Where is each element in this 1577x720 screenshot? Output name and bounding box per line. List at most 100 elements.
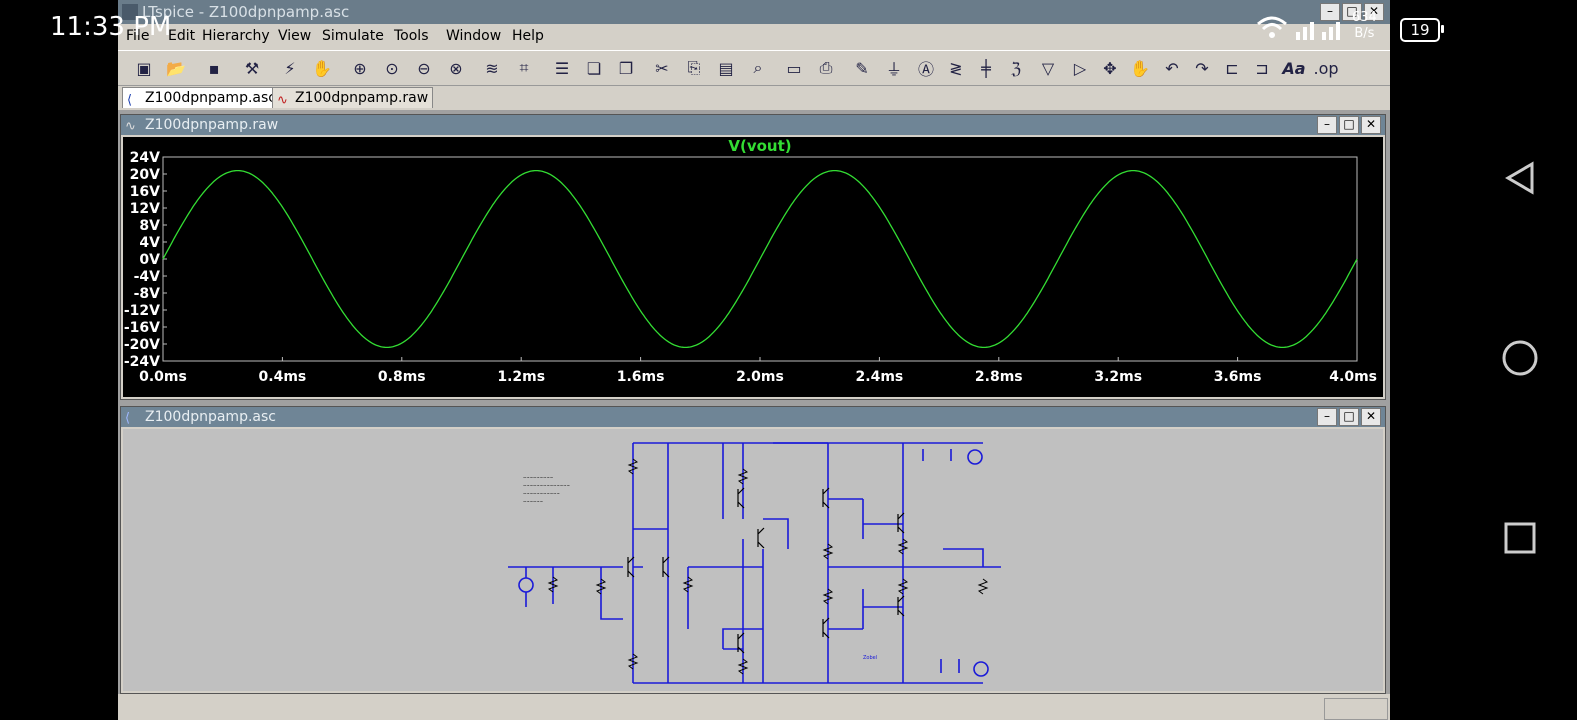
draw-wire-icon[interactable]: ✎ xyxy=(855,58,869,78)
text-button[interactable]: Aa xyxy=(1282,58,1306,78)
mirror-icon[interactable]: ⊐ xyxy=(1255,58,1269,78)
recents-square-icon xyxy=(1504,522,1536,554)
rotate-icon[interactable]: ⊏ xyxy=(1225,58,1239,78)
y-tick-label: -4V xyxy=(134,269,161,285)
minimize-icon[interactable]: – xyxy=(1320,3,1340,21)
label-net-icon[interactable]: Ⓐ xyxy=(917,60,934,79)
menu-edit[interactable]: Edit xyxy=(168,28,196,44)
wifi-signal-icon xyxy=(1256,14,1348,46)
battery-indicator: 19 xyxy=(1400,18,1444,42)
halt-icon[interactable]: ✋ xyxy=(312,58,332,78)
x-tick-label: 2.4ms xyxy=(856,369,904,385)
ground-icon[interactable]: ⏚ xyxy=(885,60,902,79)
zobel-label: Zobel xyxy=(863,655,877,661)
resistor-icon[interactable]: ≷ xyxy=(949,58,963,78)
network-speed-unit: B/s xyxy=(1354,26,1375,41)
x-tick-label: 3.2ms xyxy=(1094,369,1142,385)
tab-schematic[interactable]: ⟨ Z100dpnpamp.asc xyxy=(122,87,281,108)
diode-icon[interactable]: ▽ xyxy=(1041,58,1055,78)
plot-settings-icon[interactable]: ⌗ xyxy=(519,58,529,77)
open-folder-icon[interactable]: 📂 xyxy=(166,58,186,78)
tile-horizontal-icon[interactable]: ☰ xyxy=(554,58,570,78)
spice-directive-button[interactable]: .op xyxy=(1313,58,1339,78)
new-schematic-icon[interactable]: ▣ xyxy=(136,58,152,78)
status-clock: 11:33 PM xyxy=(50,12,172,42)
redo-icon[interactable]: ↷ xyxy=(1195,58,1209,78)
copy-icon[interactable]: ⎘ xyxy=(687,58,701,77)
y-tick-label: -24V xyxy=(124,354,160,370)
schematic-window: ⟨ Z100dpnpamp.asc – □ ✕ xyxy=(120,406,1386,694)
menu-hierarchy[interactable]: Hierarchy xyxy=(202,28,270,44)
autorange-icon[interactable]: ≋ xyxy=(485,58,499,78)
close-icon[interactable]: ✕ xyxy=(1364,3,1384,21)
menu-simulate[interactable]: Simulate xyxy=(322,28,384,44)
drag-icon[interactable]: ✋ xyxy=(1130,58,1150,78)
inductor-icon[interactable]: ℨ xyxy=(1011,58,1021,78)
run-icon[interactable]: ⚡ xyxy=(284,58,296,78)
save-icon[interactable]: ▪ xyxy=(208,58,220,78)
y-tick-label: 24V xyxy=(130,150,160,166)
document-tabs: ⟨ Z100dpnpamp.asc ∿ Z100dpnpamp.raw xyxy=(118,86,1390,108)
menu-tools[interactable]: Tools xyxy=(394,28,429,44)
zoom-out-icon[interactable]: ⊖ xyxy=(417,58,431,78)
control-panel-icon[interactable]: ⚒ xyxy=(244,58,260,78)
print-preview-icon[interactable]: ▭ xyxy=(786,58,802,78)
menu-window[interactable]: Window xyxy=(446,28,502,44)
zoom-in-icon[interactable]: ⊕ xyxy=(353,58,367,78)
waveform-window-titlebar: ∿ Z100dpnpamp.raw – □ ✕ xyxy=(121,115,1385,135)
home-nav-button[interactable] xyxy=(1500,338,1540,382)
waveform-plot[interactable]: V(vout)24V20V16V12V8V4V0V-4V-8V-12V-16V-… xyxy=(123,137,1381,395)
paste-icon[interactable]: ▤ xyxy=(718,58,734,78)
status-bar xyxy=(118,696,1390,720)
zoom-fit-icon[interactable]: ⊗ xyxy=(449,58,463,78)
minimize-icon[interactable]: – xyxy=(1317,408,1337,426)
pan-icon[interactable]: ⊙ xyxy=(385,58,399,78)
maximize-icon[interactable]: □ xyxy=(1339,116,1359,134)
y-tick-label: 4V xyxy=(139,235,160,251)
x-tick-label: 0.0ms xyxy=(139,369,187,385)
x-tick-label: 1.2ms xyxy=(497,369,545,385)
minimize-icon[interactable]: – xyxy=(1317,116,1337,134)
y-tick-label: -20V xyxy=(124,337,160,353)
menu-view[interactable]: View xyxy=(278,28,312,44)
waveform-icon: ∿ xyxy=(277,93,288,108)
schematic-icon: ⟨ xyxy=(125,411,131,426)
svg-text:~~~~~~~~~: ~~~~~~~~~ xyxy=(523,475,553,480)
move-icon[interactable]: ✥ xyxy=(1103,58,1117,78)
component-icon[interactable]: ▷ xyxy=(1073,58,1087,78)
series-line-vout xyxy=(162,169,1358,349)
schematic-drawing[interactable]: ~~~~~~~~~ ~~~~~~~~~~~~~~ ~~~~~~~~~~~ ~~~… xyxy=(123,429,1381,691)
print-icon[interactable]: ⎙ xyxy=(819,58,833,77)
trace-title: V(vout) xyxy=(728,137,791,155)
y-tick-label: 0V xyxy=(139,252,160,268)
schematic-canvas[interactable]: ~~~~~~~~~ ~~~~~~~~~~~~~~ ~~~~~~~~~~~ ~~~… xyxy=(123,429,1383,691)
tab-waveform[interactable]: ∿ Z100dpnpamp.raw xyxy=(272,87,434,108)
close-icon[interactable]: ✕ xyxy=(1361,116,1381,134)
maximize-icon[interactable]: □ xyxy=(1342,3,1362,21)
back-triangle-icon xyxy=(1505,161,1534,195)
y-tick-label: 12V xyxy=(130,201,160,217)
schematic-window-titlebar: ⟨ Z100dpnpamp.asc – □ ✕ xyxy=(121,407,1385,427)
x-tick-label: 0.4ms xyxy=(259,369,307,385)
menu-file[interactable]: File xyxy=(126,28,150,44)
recents-nav-button[interactable] xyxy=(1500,518,1540,562)
y-tick-label: -8V xyxy=(134,286,161,302)
undo-icon[interactable]: ↶ xyxy=(1165,58,1179,78)
tile-vertical-icon[interactable]: ❐ xyxy=(618,58,634,78)
schematic-icon: ⟨ xyxy=(127,93,133,108)
back-nav-button[interactable] xyxy=(1500,158,1540,202)
network-speed-value: 634 xyxy=(1352,10,1377,25)
cut-icon[interactable]: ✂ xyxy=(655,58,669,78)
maximize-icon[interactable]: □ xyxy=(1339,408,1359,426)
close-icon[interactable]: ✕ xyxy=(1361,408,1381,426)
ltspice-window: LTspice - Z100dpnpamp.asc – □ ✕ File Edi… xyxy=(118,0,1390,720)
x-tick-label: 4.0ms xyxy=(1329,369,1377,385)
capacitor-icon[interactable]: ╪ xyxy=(981,58,991,78)
x-tick-label: 2.8ms xyxy=(975,369,1023,385)
find-icon[interactable]: ⌕ xyxy=(753,58,763,77)
menu-help[interactable]: Help xyxy=(512,28,544,44)
app-titlebar: LTspice - Z100dpnpamp.asc – □ ✕ xyxy=(118,0,1390,24)
cascade-icon[interactable]: ❏ xyxy=(586,58,602,78)
